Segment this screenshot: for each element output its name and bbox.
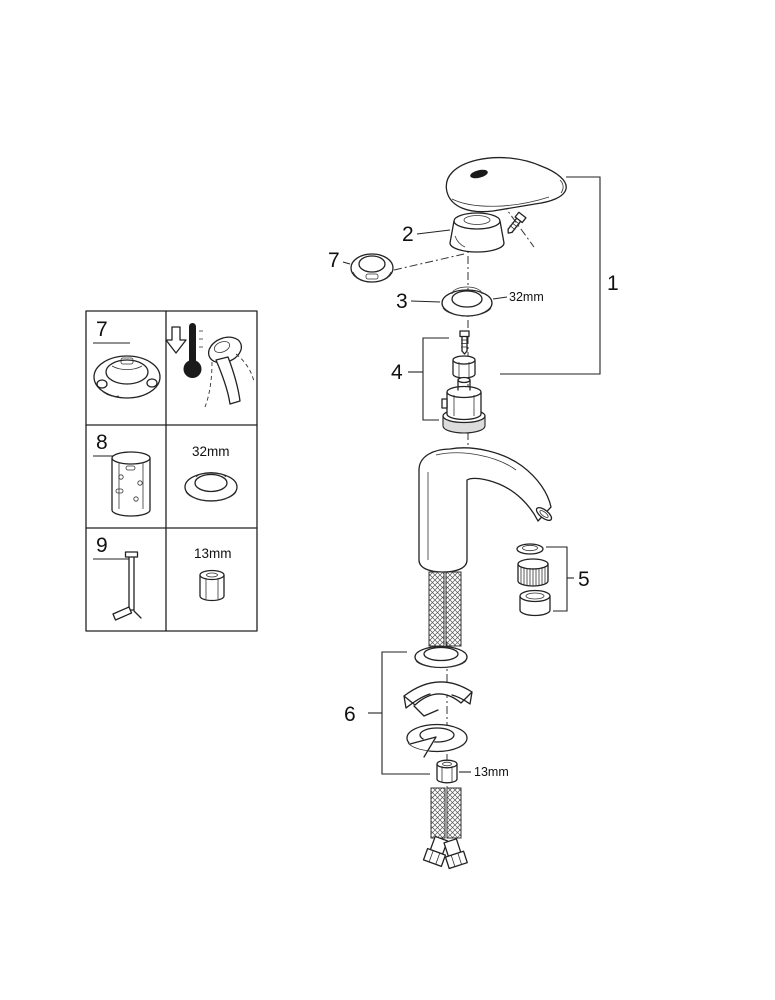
- callout-7-label: 7: [328, 249, 340, 272]
- callout-3-line: [410, 300, 441, 303]
- cartridge-screw: [459, 330, 470, 355]
- horseshoe-washer: [406, 723, 468, 759]
- limiter-axis-line: [393, 253, 465, 271]
- legend-table: 7 8: [85, 310, 258, 632]
- mounting-nut: [436, 759, 458, 784]
- cartridge-part: [441, 376, 486, 434]
- aerator-ring: [519, 589, 551, 617]
- callout-5-label: 5: [578, 568, 590, 591]
- callout-1-bracket: [500, 176, 601, 375]
- legend-row9-number: 9: [96, 534, 108, 557]
- aerator-washer: [516, 543, 544, 555]
- legend-row8-dimension: 32mm: [192, 444, 230, 459]
- hose-connector-right: [443, 838, 468, 870]
- nut-13mm-drawing: [199, 569, 225, 602]
- legend-row7-cap-drawing: [93, 355, 161, 399]
- ring-32mm-drawing: [184, 472, 238, 502]
- handle-screw: [507, 211, 527, 234]
- dim-13mm-label: 13mm: [474, 765, 509, 779]
- handle-part: [445, 156, 567, 213]
- callout-4-bracket: [422, 337, 449, 421]
- legend-table-border: [85, 310, 258, 632]
- dome-cap-part: [449, 212, 505, 253]
- supply-hoses: [428, 571, 462, 647]
- spout-aerator-tip: [535, 506, 553, 522]
- handle-slot: [470, 169, 488, 179]
- aerator-parts: [516, 543, 551, 617]
- legend-row9-dimension: 13mm: [194, 546, 232, 561]
- retaining-ring-part: [441, 286, 493, 317]
- callout-2-line: [416, 229, 451, 235]
- callout-4-label: 4: [391, 361, 403, 384]
- legend-row8-number: 8: [96, 431, 108, 454]
- handle-rotation-drawing: [204, 336, 255, 408]
- dim-32mm-line: [492, 296, 508, 300]
- legend-row7-number: 7: [96, 318, 108, 341]
- dim-32mm-label: 32mm: [509, 290, 544, 304]
- callout-3-label: 3: [396, 290, 408, 313]
- callout-5-bracket: [546, 546, 568, 612]
- temp-limiter-part: [350, 253, 394, 283]
- aerator-housing: [517, 558, 549, 587]
- thermometer-icon: [165, 323, 203, 378]
- cartridge-adapter: [452, 355, 476, 379]
- cartridge-sleeve-drawing: [111, 451, 151, 517]
- callout-1-label: 1: [607, 272, 619, 295]
- base-gasket: [414, 645, 468, 669]
- mounting-claw: [403, 681, 473, 717]
- callout-2-label: 2: [402, 223, 414, 246]
- callout-6-label: 6: [344, 703, 356, 726]
- lower-hose: [430, 787, 462, 839]
- hex-key-tool-drawing: [112, 551, 142, 621]
- callout-7-line: [342, 261, 351, 265]
- exploded-view: 1 2 7 3 32mm: [328, 156, 619, 870]
- down-arrow-icon: [165, 326, 187, 354]
